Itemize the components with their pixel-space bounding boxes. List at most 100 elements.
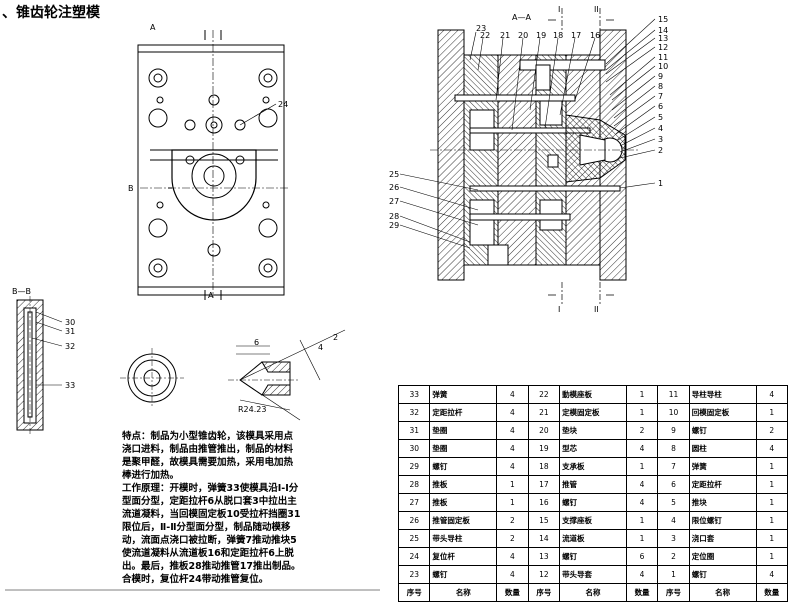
bom-cell: 31 [397,421,431,440]
callout-7: 7 [658,92,663,101]
bom-header-cell: 数量 [755,583,788,602]
bom-cell: 推块 [688,493,757,512]
callouts-right [605,18,656,189]
callout-13: 13 [658,34,668,43]
view-label-a-bottom: A [208,291,214,300]
callout-3: 3 [658,135,663,144]
callout-2: 2 [658,146,663,155]
callouts-top [469,31,596,131]
bom-cell: 33 [397,385,431,404]
bom-cell: 2 [755,421,788,440]
description-features: 特点：制品为小型锥齿轮，该模具采用点浇口进料，制品由推管推出，制品的材料是聚甲醛… [122,431,294,481]
bom-cell: 4 [496,439,529,458]
bom-cell: 4 [625,475,659,494]
callout-27: 27 [389,197,399,206]
bom-cell: 22 [527,385,561,404]
bom-cell: 4 [496,565,529,584]
callout-4: 4 [658,124,663,133]
callout-21: 21 [500,31,510,40]
parting-ii-top: II [594,5,599,14]
callout-32: 32 [65,342,75,351]
bom-cell: 29 [397,457,431,476]
callout-11: 11 [658,53,668,62]
callout-17: 17 [571,31,581,40]
bom-cell: 复位杆 [429,547,498,566]
parting-line-markers [548,8,614,305]
bom-cell: 2 [625,421,659,440]
callout-10: 10 [658,62,668,71]
bom-cell: 10 [657,403,690,422]
callouts-bb [31,311,63,386]
bom-cell: 流道板 [559,529,627,548]
bom-cell: 1 [625,385,659,404]
callout-30: 30 [65,318,75,327]
bom-cell: 19 [527,439,561,458]
bom-header-cell: 序号 [397,583,431,602]
bom-cell: 带头导柱 [429,529,498,548]
bom-cell: 7 [657,457,690,476]
bom-cell: 垫圈 [429,421,498,440]
bom-cell: 垫块 [559,421,627,440]
bom-cell: 螺钉 [559,547,627,566]
bom-cell: 螺钉 [429,565,498,584]
bom-cell: 25 [397,529,431,548]
bom-cell: 28 [397,475,431,494]
callout-15: 15 [658,15,668,24]
bom-cell: 定距拉杆 [429,403,498,422]
bom-cell: 支撑座板 [559,511,627,530]
bom-cell: 26 [397,511,431,530]
parting-ii-bottom: II [594,305,599,314]
bom-cell: 2 [496,511,529,530]
parting-i-top: I [558,5,560,14]
callout-5: 5 [658,113,663,122]
bom-cell: 推板 [429,475,498,494]
bom-cell: 螺钉 [688,565,757,584]
bom-cell: 2 [657,547,690,566]
callout-1: 1 [658,179,663,188]
bom-cell: 3 [657,529,690,548]
bom-header-cell: 序号 [657,583,690,602]
bom-cell: 4 [625,493,659,512]
callout-26: 26 [389,183,399,192]
bom-cell: 弹簧 [688,457,757,476]
bom-cell: 1 [625,529,659,548]
bom-cell: 螺钉 [688,421,757,440]
gear-dim-3: R24.23 [238,405,266,414]
view-label-b-left: B [128,184,134,193]
section-aa [430,29,640,281]
callout-8: 8 [658,82,663,91]
gear-dim-1: 6 [254,338,259,347]
bom-cell: 1 [755,529,788,548]
callout-33: 33 [65,381,75,390]
bom-cell: 1 [625,511,659,530]
bom-cell: 4 [625,565,659,584]
callout-6: 6 [658,102,663,111]
bom-cell: 17 [527,475,561,494]
bom-header-cell: 数量 [496,583,529,602]
callout-20: 20 [518,31,528,40]
callout-19: 19 [536,31,546,40]
callouts-left [399,173,479,249]
bom-cell: 定模固定板 [559,403,627,422]
bom-header-cell: 名称 [559,583,627,602]
bom-cell: 1 [755,457,788,476]
bom-cell: 1 [755,547,788,566]
bom-cell: 15 [527,511,561,530]
bom-cell: 支承板 [559,457,627,476]
callout-12: 12 [658,43,668,52]
top-view-plate [137,44,285,296]
bom-header-cell: 名称 [429,583,498,602]
parting-i-bottom: I [558,305,560,314]
bom-cell: 13 [527,547,561,566]
bom-cell: 4 [625,439,659,458]
bom-cell: 32 [397,403,431,422]
bom-cell: 5 [657,493,690,512]
section-aa-label: A—A [512,13,531,22]
